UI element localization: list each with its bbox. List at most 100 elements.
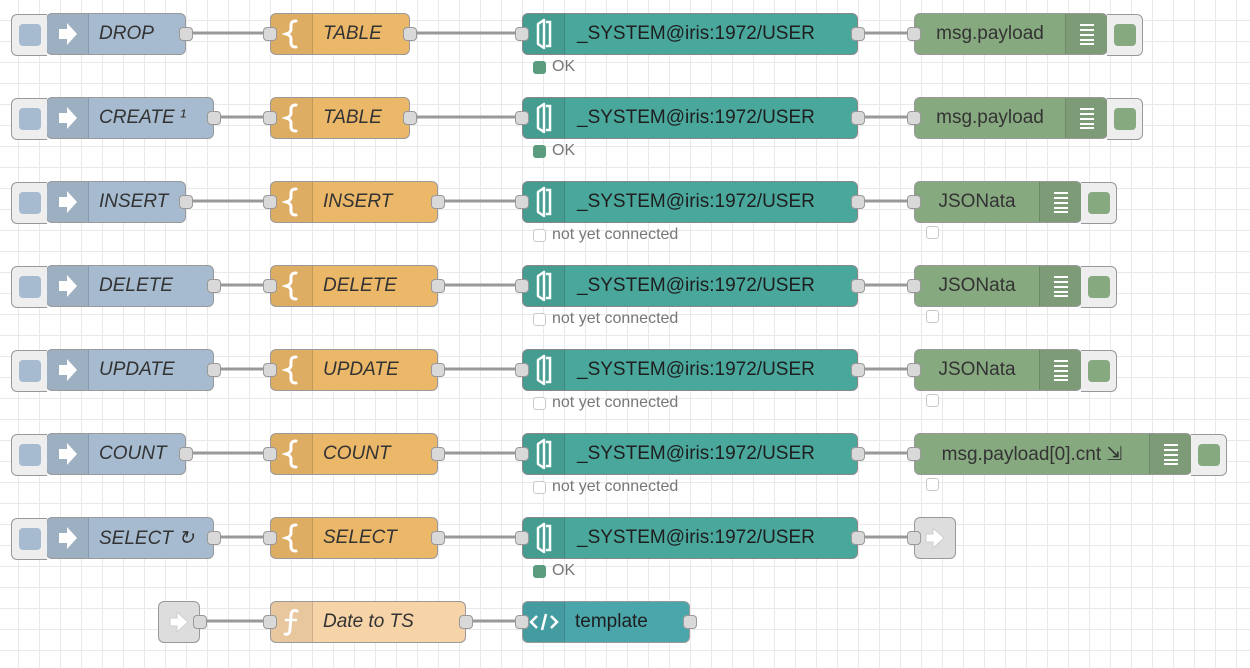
output-port[interactable] — [851, 363, 865, 377]
output-port[interactable] — [207, 111, 221, 125]
input-port[interactable] — [263, 111, 277, 125]
link-out-node[interactable] — [907, 517, 956, 559]
inject-node-4[interactable]: UPDATE — [11, 349, 221, 392]
input-port[interactable] — [907, 27, 921, 41]
output-port[interactable] — [403, 111, 417, 125]
output-port[interactable] — [431, 531, 445, 545]
inject-node-6[interactable]: SELECT ↻ — [11, 517, 221, 560]
output-port[interactable] — [431, 279, 445, 293]
debug-toggle-button[interactable] — [1107, 14, 1143, 56]
debug-toggle-button[interactable] — [1081, 350, 1117, 392]
inject-node-2[interactable]: INSERT — [11, 181, 193, 224]
template-node-2[interactable]: INSERT — [263, 181, 445, 223]
debug-toggle-button[interactable] — [1191, 434, 1227, 476]
link-in-node[interactable] — [158, 601, 207, 643]
output-port[interactable] — [851, 447, 865, 461]
inject-trigger-square — [18, 108, 41, 130]
template-node-6[interactable]: SELECT — [263, 517, 445, 559]
debug-toggle-square — [1197, 444, 1220, 466]
debug-toggle-button[interactable] — [1081, 266, 1117, 308]
iris-node-3[interactable]: _SYSTEM@iris:1972/USER — [515, 265, 865, 307]
output-port[interactable] — [851, 27, 865, 41]
template-node-0[interactable]: TABLE — [263, 13, 417, 55]
input-port[interactable] — [515, 195, 529, 209]
debug-toggle-button[interactable] — [1107, 98, 1143, 140]
input-port[interactable] — [515, 615, 529, 629]
html-template-node[interactable]: template — [515, 601, 697, 643]
inject-trigger-button[interactable] — [11, 98, 47, 140]
inject-trigger-button[interactable] — [11, 518, 47, 560]
inject-trigger-button[interactable] — [11, 14, 47, 56]
debug-node-0[interactable]: msg.payload — [907, 13, 1143, 56]
inject-node-0[interactable]: DROP — [11, 13, 193, 56]
input-port[interactable] — [907, 363, 921, 377]
output-port[interactable] — [851, 195, 865, 209]
input-port[interactable] — [515, 531, 529, 545]
output-port[interactable] — [851, 531, 865, 545]
input-port[interactable] — [515, 447, 529, 461]
iris-node-2[interactable]: _SYSTEM@iris:1972/USER — [515, 181, 865, 223]
debug-node-3[interactable]: JSONata — [907, 265, 1117, 308]
inject-node-1[interactable]: CREATE ¹ — [11, 97, 221, 140]
input-port[interactable] — [907, 195, 921, 209]
iris-node-4[interactable]: _SYSTEM@iris:1972/USER — [515, 349, 865, 391]
input-port[interactable] — [263, 27, 277, 41]
template-node-3[interactable]: DELETE — [263, 265, 445, 307]
input-port[interactable] — [263, 279, 277, 293]
inject-trigger-button[interactable] — [11, 266, 47, 308]
input-port[interactable] — [263, 531, 277, 545]
input-port[interactable] — [515, 27, 529, 41]
output-port[interactable] — [851, 111, 865, 125]
output-port[interactable] — [207, 279, 221, 293]
output-port[interactable] — [431, 363, 445, 377]
iris-node-5[interactable]: _SYSTEM@iris:1972/USER — [515, 433, 865, 475]
input-port[interactable] — [907, 279, 921, 293]
input-port[interactable] — [263, 195, 277, 209]
debug-node-5[interactable]: msg.payload[0].cnt ⇲ — [907, 433, 1227, 476]
output-port[interactable] — [459, 615, 473, 629]
output-port[interactable] — [193, 615, 207, 629]
input-port[interactable] — [515, 279, 529, 293]
inject-trigger-button[interactable] — [11, 350, 47, 392]
output-port[interactable] — [207, 363, 221, 377]
output-port[interactable] — [851, 279, 865, 293]
output-port[interactable] — [179, 27, 193, 41]
template-node-5[interactable]: COUNT — [263, 433, 445, 475]
debug-toggle-button[interactable] — [1081, 182, 1117, 224]
iris-node-0[interactable]: _SYSTEM@iris:1972/USER — [515, 13, 865, 55]
function-node[interactable]: Date to TS — [263, 601, 473, 643]
template-node-5-label: COUNT — [323, 443, 391, 464]
arrow-right-icon — [47, 266, 89, 306]
output-port[interactable] — [683, 615, 697, 629]
debug-node-2[interactable]: JSONata — [907, 181, 1117, 224]
template-node-1[interactable]: TABLE — [263, 97, 417, 139]
output-port[interactable] — [403, 27, 417, 41]
input-port[interactable] — [907, 111, 921, 125]
output-port[interactable] — [207, 531, 221, 545]
input-port[interactable] — [907, 447, 921, 461]
iris-node-1[interactable]: _SYSTEM@iris:1972/USER — [515, 97, 865, 139]
input-port[interactable] — [263, 447, 277, 461]
input-port[interactable] — [907, 531, 921, 545]
debug-node-1[interactable]: msg.payload — [907, 97, 1143, 140]
input-port[interactable] — [263, 615, 277, 629]
inject-trigger-button[interactable] — [11, 434, 47, 476]
database-icon — [523, 14, 565, 54]
input-port[interactable] — [515, 363, 529, 377]
debug-node-4[interactable]: JSONata — [907, 349, 1117, 392]
output-port[interactable] — [431, 447, 445, 461]
iris-node-6[interactable]: _SYSTEM@iris:1972/USER — [515, 517, 865, 559]
inject-trigger-button[interactable] — [11, 182, 47, 224]
input-port[interactable] — [263, 363, 277, 377]
input-port[interactable] — [515, 111, 529, 125]
template-node-4[interactable]: UPDATE — [263, 349, 445, 391]
iris-status-6: OK — [533, 562, 575, 580]
output-port[interactable] — [179, 447, 193, 461]
inject-node-3[interactable]: DELETE — [11, 265, 221, 308]
output-port[interactable] — [179, 195, 193, 209]
output-port[interactable] — [431, 195, 445, 209]
arrow-right-icon — [47, 518, 89, 558]
inject-node-5[interactable]: COUNT — [11, 433, 193, 476]
